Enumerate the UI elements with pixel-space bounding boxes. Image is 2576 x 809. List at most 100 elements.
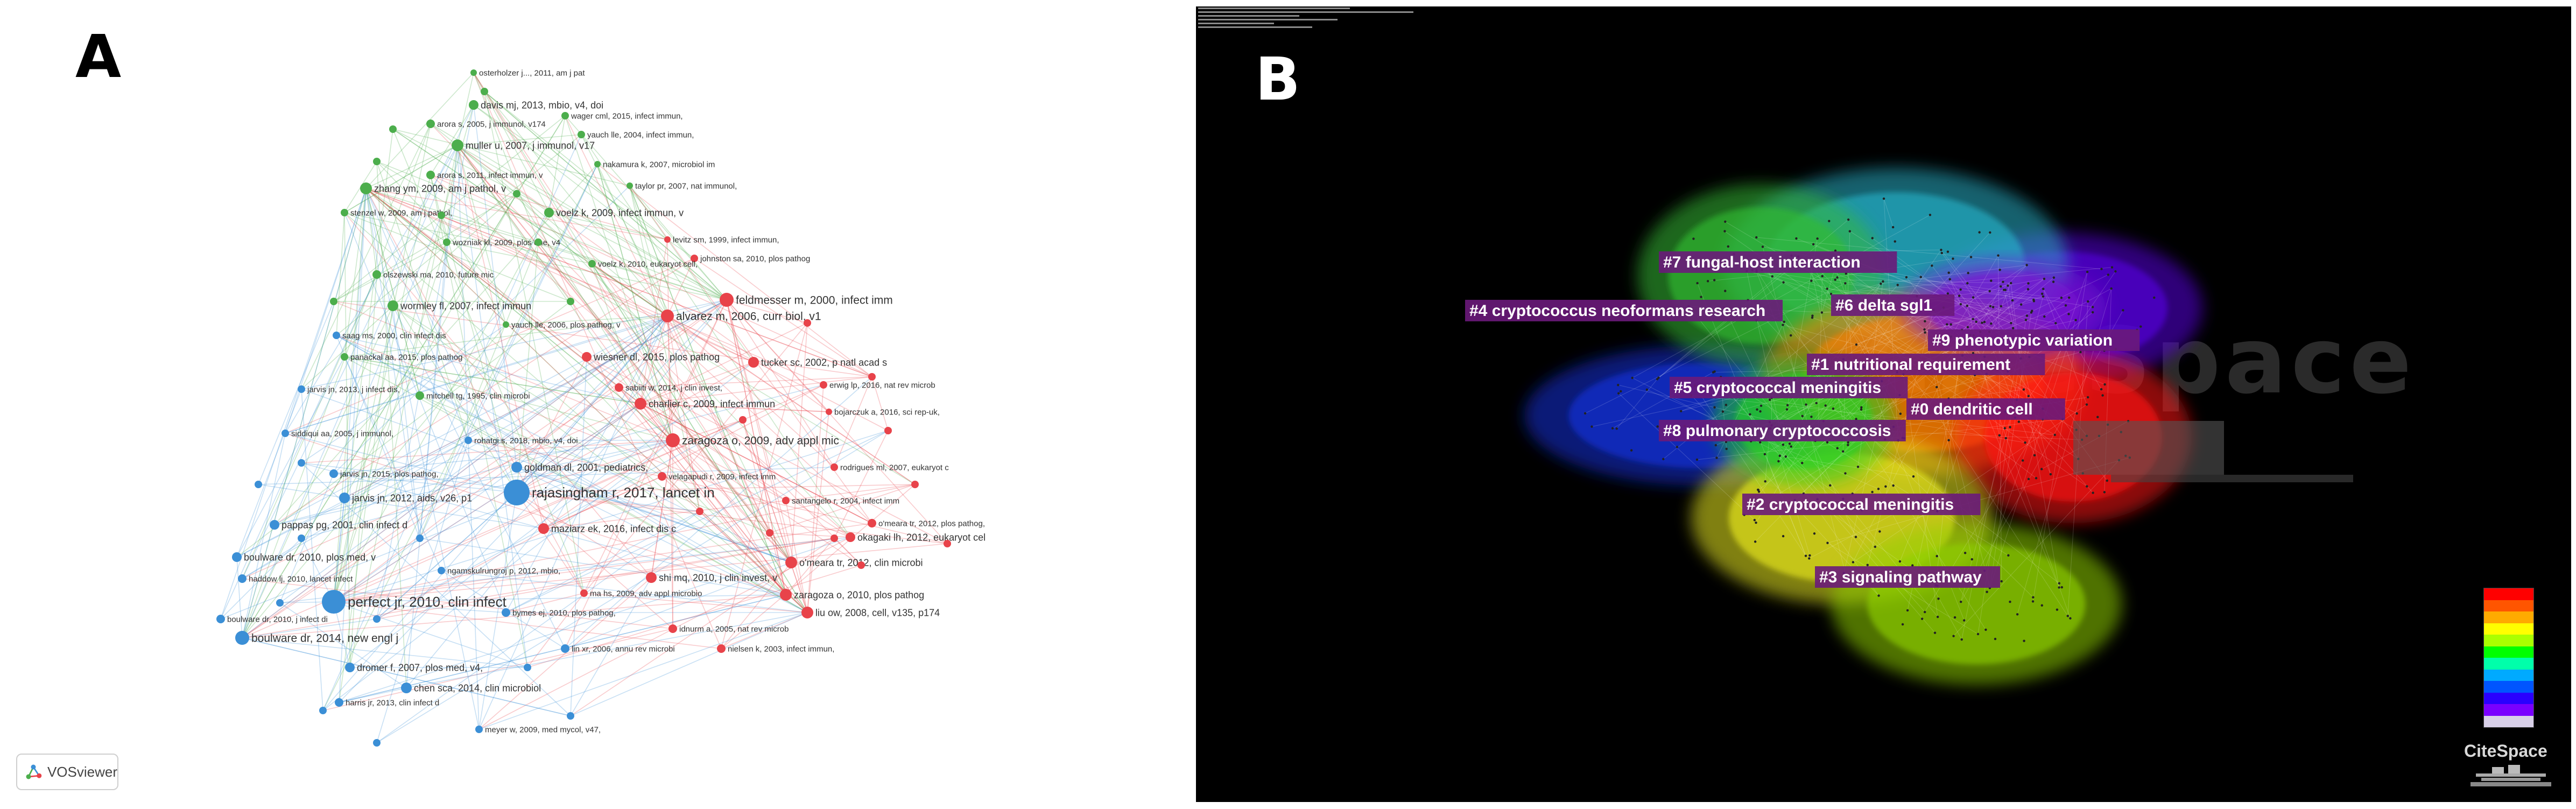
network-node[interactable] — [661, 309, 674, 322]
network-node[interactable] — [739, 416, 747, 424]
network-node[interactable] — [511, 462, 522, 473]
network-node[interactable] — [691, 255, 698, 262]
network-node[interactable] — [416, 391, 424, 400]
network-node[interactable] — [646, 572, 657, 583]
network-node[interactable] — [801, 607, 813, 618]
network-node[interactable] — [538, 523, 549, 534]
network-node[interactable] — [469, 100, 478, 110]
network-node[interactable] — [594, 161, 601, 167]
network-node[interactable] — [635, 398, 646, 410]
network-node[interactable] — [782, 497, 790, 504]
network-node[interactable] — [513, 190, 520, 198]
network-node[interactable] — [475, 726, 483, 733]
network-node[interactable] — [561, 644, 569, 653]
network-node[interactable] — [804, 319, 811, 327]
network-node[interactable] — [846, 532, 855, 542]
network-node[interactable] — [438, 567, 445, 574]
network-node[interactable] — [426, 119, 435, 128]
network-node[interactable] — [664, 236, 671, 243]
cluster-label[interactable]: #3 signaling pathway — [1819, 568, 1982, 586]
network-node[interactable] — [232, 552, 242, 562]
network-node[interactable] — [333, 332, 340, 339]
cluster-label[interactable]: #9 phenotypic variation — [1932, 332, 2113, 349]
network-node[interactable] — [668, 624, 677, 633]
network-node[interactable] — [373, 158, 381, 165]
network-node[interactable] — [341, 209, 348, 216]
network-node[interactable] — [470, 69, 477, 76]
network-node[interactable] — [329, 469, 338, 478]
network-node[interactable] — [830, 534, 838, 542]
network-node[interactable] — [270, 520, 279, 530]
network-node[interactable] — [298, 459, 305, 467]
network-node[interactable] — [281, 430, 289, 437]
cluster-label[interactable]: #5 cryptococcal meningitis — [1674, 379, 1881, 397]
network-node[interactable] — [696, 508, 703, 515]
network-node[interactable] — [503, 321, 509, 328]
network-node[interactable] — [627, 182, 633, 189]
network-node[interactable] — [276, 599, 284, 607]
network-node[interactable] — [868, 373, 876, 381]
network-node[interactable] — [372, 270, 381, 279]
network-node[interactable] — [330, 298, 337, 305]
network-node[interactable] — [373, 739, 381, 747]
network-node[interactable] — [373, 615, 381, 623]
network-node[interactable] — [666, 433, 680, 447]
network-node[interactable] — [452, 139, 463, 151]
network-node[interactable] — [830, 463, 838, 471]
cluster-label[interactable]: #4 cryptococcus neoformans research — [1469, 302, 1765, 320]
network-node[interactable] — [580, 589, 588, 597]
network-node[interactable] — [238, 574, 247, 583]
network-node[interactable] — [339, 493, 350, 503]
cluster-label[interactable]: #1 nutritional requirement — [1811, 356, 2010, 374]
network-node[interactable] — [884, 427, 892, 434]
cluster-label[interactable]: #7 fungal-host interaction — [1663, 254, 1861, 271]
network-node[interactable] — [911, 481, 919, 488]
network-node[interactable] — [780, 589, 792, 601]
network-node[interactable] — [868, 519, 876, 527]
network-node[interactable] — [944, 540, 951, 547]
network-node[interactable] — [748, 357, 759, 368]
network-node[interactable] — [216, 615, 225, 623]
network-node[interactable] — [578, 131, 585, 138]
network-node[interactable] — [322, 590, 346, 614]
network-node[interactable] — [443, 238, 451, 246]
network-node[interactable] — [658, 472, 666, 481]
network-node[interactable] — [502, 608, 510, 617]
network-node[interactable] — [481, 88, 488, 95]
cluster-label[interactable]: #6 delta sgl1 — [1835, 297, 1932, 314]
network-node[interactable] — [544, 208, 554, 217]
network-node[interactable] — [298, 385, 305, 393]
network-node[interactable] — [345, 663, 355, 672]
network-node[interactable] — [820, 381, 827, 389]
network-node[interactable] — [534, 238, 542, 246]
network-node[interactable] — [438, 212, 445, 219]
network-node[interactable] — [717, 644, 726, 653]
network-node[interactable] — [826, 409, 832, 415]
network-node[interactable] — [426, 171, 435, 179]
cluster-label[interactable]: #0 dendritic cell — [1911, 400, 2033, 418]
network-node[interactable] — [298, 534, 305, 542]
network-node[interactable] — [335, 698, 343, 707]
network-node[interactable] — [524, 664, 531, 671]
network-node[interactable] — [720, 293, 734, 307]
network-node[interactable] — [464, 437, 472, 444]
network-node[interactable] — [857, 561, 865, 569]
network-node[interactable] — [567, 712, 574, 720]
network-node[interactable] — [785, 557, 797, 568]
network-node[interactable] — [341, 353, 348, 361]
cluster-label[interactable]: #8 pulmonary cryptococcosis — [1663, 422, 1891, 440]
network-node[interactable] — [504, 480, 530, 505]
network-node[interactable] — [582, 352, 592, 362]
network-node[interactable] — [235, 631, 249, 645]
network-node[interactable] — [561, 112, 569, 119]
cluster-label[interactable]: #2 cryptococcal meningitis — [1747, 496, 1954, 513]
network-node[interactable] — [360, 182, 372, 194]
network-node[interactable] — [567, 298, 574, 305]
network-node[interactable] — [319, 707, 327, 714]
network-node[interactable] — [416, 534, 424, 542]
network-node[interactable] — [401, 683, 412, 693]
network-node[interactable] — [255, 481, 262, 488]
network-node[interactable] — [766, 529, 773, 537]
network-node[interactable] — [588, 260, 596, 268]
network-node[interactable] — [615, 383, 623, 392]
